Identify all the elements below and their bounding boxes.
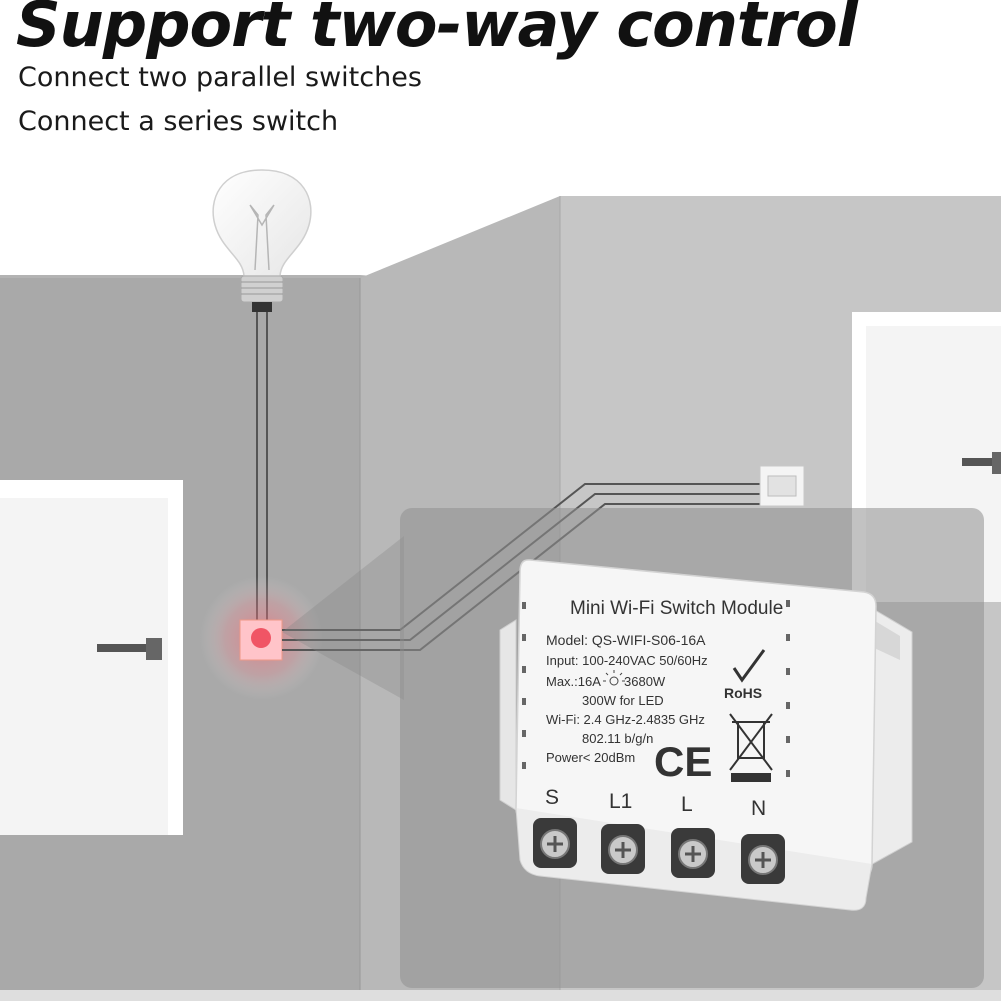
terminal-label-l1: L1 <box>609 790 632 813</box>
module-led-rating: 300W for LED <box>582 693 664 708</box>
module-input: Input: 100-240VAC 50/60Hz <box>546 653 708 668</box>
module-max-power: 3680W <box>624 674 666 689</box>
terminal-label-n: N <box>751 797 766 820</box>
screw-terminal-n <box>741 834 785 884</box>
light-bulb-icon <box>212 169 312 312</box>
module-max: Max.:16A <box>546 674 601 689</box>
left-door <box>0 480 183 835</box>
module-wifi: Wi-Fi: 2.4 GHz-2.4835 GHz <box>546 712 705 727</box>
module-name: Mini Wi-Fi Switch Module <box>570 598 783 619</box>
feature-parallel-switches: Connect two parallel switches <box>18 62 422 93</box>
checkmark-icon <box>732 649 766 683</box>
wall-switch <box>759 465 805 507</box>
terminal-label-l: L <box>681 793 693 816</box>
rohs-mark: RoHS <box>724 685 762 701</box>
screw-terminal-l <box>671 828 715 878</box>
module-model: Model: QS-WIFI-S06-16A <box>546 632 706 648</box>
bulb-wires <box>256 312 268 624</box>
module-wifi-standard: 802.11 b/g/n <box>582 731 653 746</box>
screw-terminal-s <box>533 818 577 868</box>
ce-mark: CE <box>654 738 712 785</box>
screw-terminal-l1 <box>601 824 645 874</box>
bulb-symbol-icon <box>603 670 625 686</box>
headline-title: Support two-way control <box>16 0 858 61</box>
module-power: Power< 20dBm <box>546 750 635 765</box>
weee-bin-icon <box>729 713 773 782</box>
feature-series-switch: Connect a series switch <box>18 106 339 137</box>
terminal-label-s: S <box>545 786 559 809</box>
switch-module-device: Mini Wi-Fi Switch Module Model: QS-WIFI-… <box>499 559 913 911</box>
